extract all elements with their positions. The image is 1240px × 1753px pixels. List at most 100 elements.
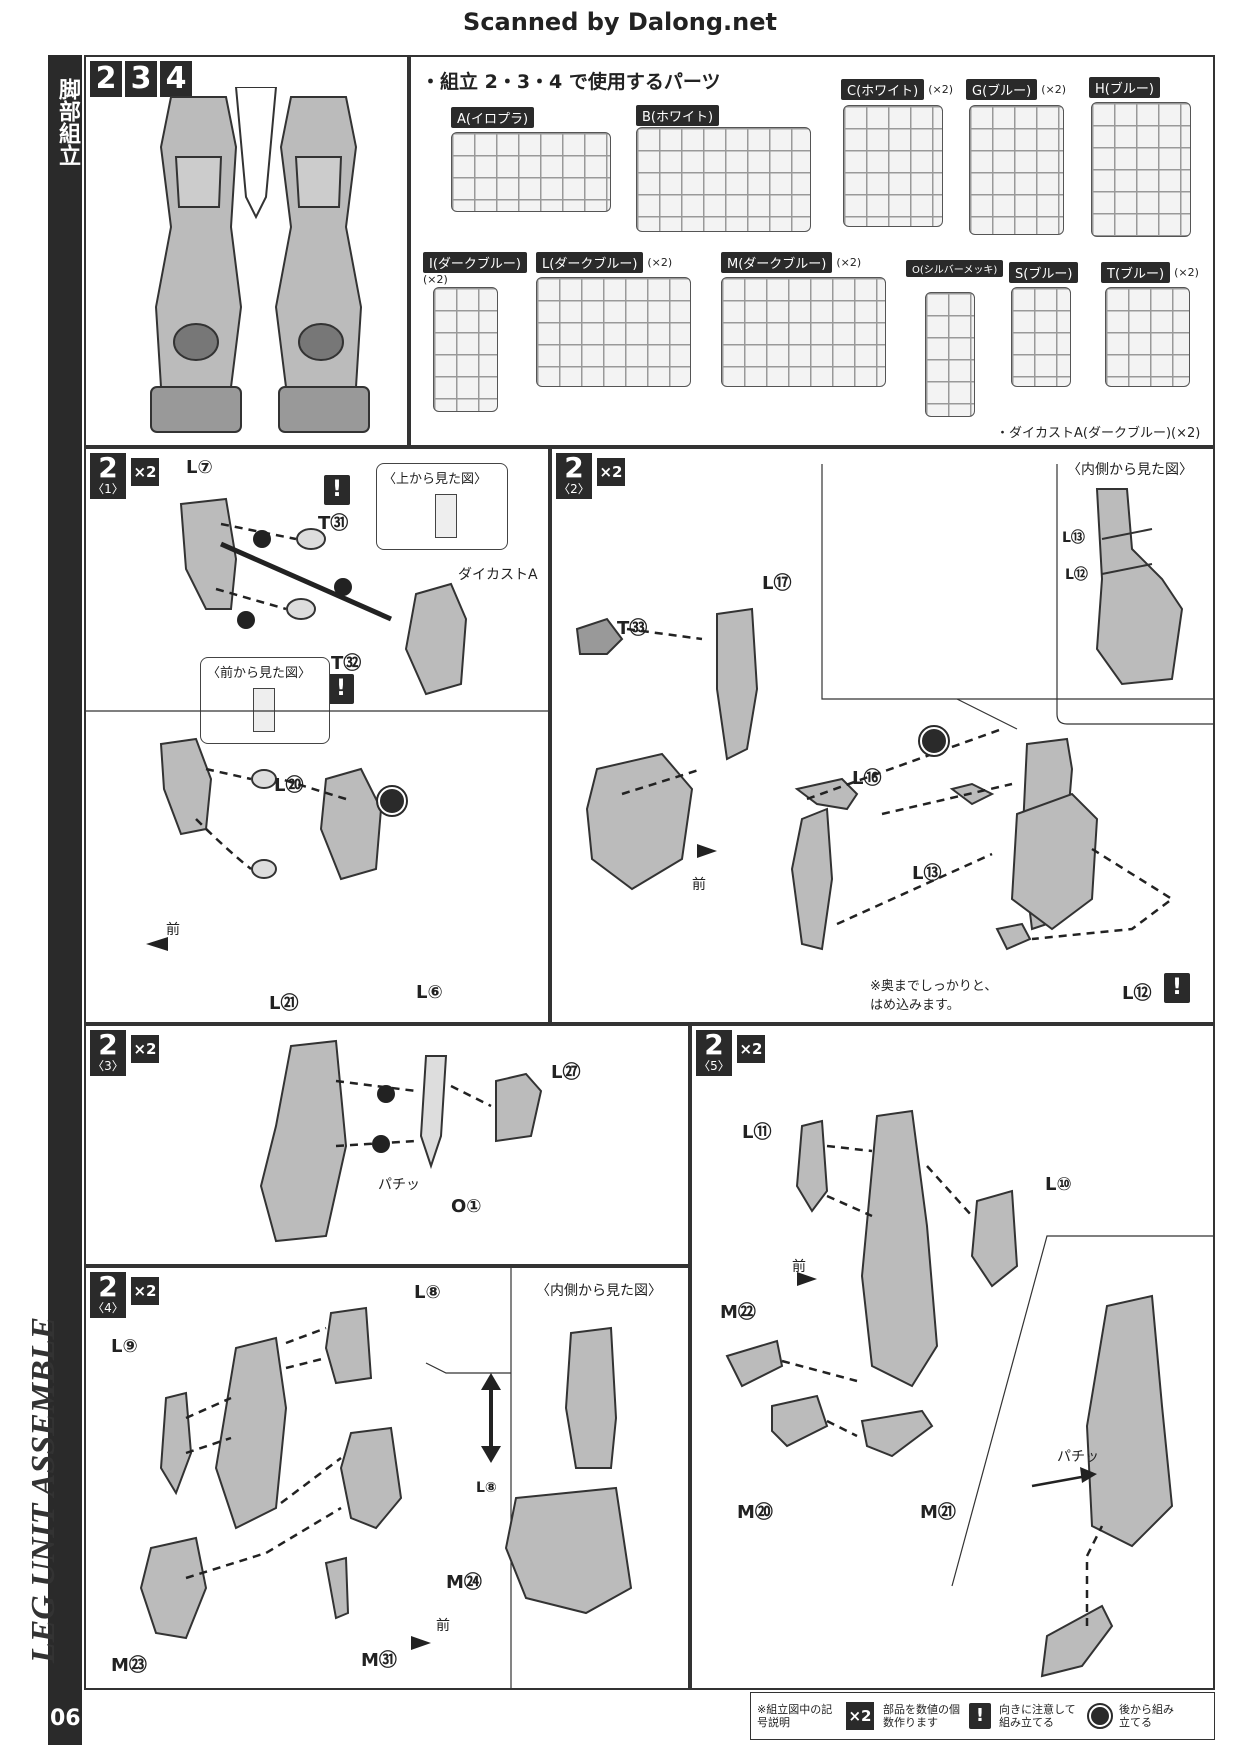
runner-o-image	[925, 292, 975, 417]
section-title-jp: 脚部組立	[55, 78, 80, 166]
runner-qty: (×2)	[423, 273, 448, 286]
step-2-2-panel: 2〈2〉 ×2 〈内側から見た図〉	[550, 447, 1215, 1024]
leg-overview-illustration	[150, 87, 370, 433]
view-caption: 〈上から見た図〉	[383, 472, 488, 487]
view-caption: 〈内側から見た図〉	[1067, 462, 1193, 478]
runner-qty: (×2)	[928, 83, 954, 96]
runner-g-image	[969, 105, 1064, 235]
runner-h: H(ブルー)	[1089, 77, 1160, 98]
part-detail	[253, 688, 275, 732]
multiplier-icon: ×2	[845, 1701, 875, 1731]
runner-qty: (×2)	[836, 256, 862, 269]
runner-label: C(ホワイト)	[841, 79, 925, 100]
step-2-1-diagram	[86, 497, 548, 951]
multiplier-icon: ×2	[130, 457, 160, 487]
snap-label: パチッ	[378, 1177, 420, 1193]
parts-list-panel: ・組立 2・3・4 で使用するパーツ A(イロプラ) B(ホワイト) C(ホワイ…	[409, 55, 1215, 447]
part-label: L⑪	[742, 1122, 772, 1143]
step-2-4-diagram	[139, 1268, 633, 1688]
snap-label: パチッ	[1057, 1449, 1099, 1465]
runner-s: S(ブルー)	[1009, 262, 1079, 283]
runner-label: G(ブルー)	[966, 79, 1038, 100]
runner-label: M(ダークブルー)	[721, 252, 833, 273]
leg-overview-panel: 2 3 4	[84, 55, 409, 447]
part-label: ダイカストA	[458, 567, 538, 583]
runner-l: L(ダークブルー) (×2)	[536, 252, 672, 273]
part-label: T㉝	[617, 618, 648, 639]
legend-later-text: 後から組み立てる	[1119, 1703, 1174, 1729]
step-badge: 2〈2〉 ×2	[556, 453, 626, 499]
step-badge: 2〈5〉 ×2	[696, 1030, 766, 1076]
part-label: O①	[451, 1196, 482, 1217]
step-digits: 2 3 4	[90, 61, 192, 97]
step-digit: 4	[160, 61, 192, 97]
runner-t-image	[1105, 287, 1190, 387]
warning-icon: !	[969, 1703, 991, 1729]
runner-qty: (×2)	[1174, 266, 1199, 279]
step-2-1-panel: 2〈1〉 ×2 L⑦ ! T㉛ 〈上から見た図〉 ダイカストA T㉜ ! 〈前か…	[84, 447, 550, 1024]
runner-c: C(ホワイト) (×2)	[841, 79, 953, 100]
part-label: L⑩	[1045, 1174, 1072, 1195]
part-label: M㉑	[920, 1502, 956, 1523]
multiplier-icon: ×2	[736, 1034, 766, 1064]
runner-a-image	[451, 132, 611, 212]
later-icon	[1087, 1703, 1113, 1729]
warning-icon: !	[328, 674, 354, 704]
step-number: 2〈4〉	[90, 1272, 126, 1318]
step-number: 2〈1〉	[90, 453, 126, 499]
runner-l-image	[536, 277, 691, 387]
part-label: M㉓	[111, 1655, 147, 1676]
part-label: T㉜	[331, 653, 362, 674]
runner-t: T(ブルー) (×2)	[1101, 262, 1199, 283]
warning-icon: !	[1164, 973, 1190, 1003]
step-2-5-panel: 2〈5〉 ×2 L⑪ L⑩ 前 M㉒ M⑳ M㉑ パチッ	[690, 1024, 1215, 1690]
runner-label: S(ブルー)	[1009, 262, 1079, 283]
step-digit: 2	[90, 61, 122, 97]
runner-label: O(シルバーメッキ)	[906, 260, 1004, 277]
part-label: M⑳	[737, 1502, 773, 1523]
runner-label: H(ブルー)	[1089, 77, 1160, 98]
step-2-4-panel: 2〈4〉 ×2 〈内側から見た図〉 L⑧ L⑨ L⑧ M㉔	[84, 1266, 690, 1690]
part-label: L⑨	[111, 1336, 138, 1357]
runner-qty: (×2)	[647, 256, 673, 269]
view-caption: 〈前から見た図〉	[207, 666, 312, 681]
sidebar	[48, 55, 82, 1745]
step-2-5-diagram	[725, 1109, 1213, 1678]
part-label: L⑯	[852, 768, 882, 789]
part-label: L⑦	[186, 457, 213, 478]
later-icon	[376, 785, 408, 817]
runner-c-image	[843, 105, 943, 227]
part-label: L⑫	[1065, 567, 1088, 583]
step-number: 2〈5〉	[696, 1030, 732, 1076]
part-label: M㉔	[446, 1572, 482, 1593]
step-badge: 2〈1〉 ×2	[90, 453, 160, 499]
step-2-3-diagram	[259, 1039, 543, 1243]
section-title-en: LEG UNIT ASSEMBLE	[25, 1316, 62, 1664]
legend-warn-text: 向きに注意して組み立てる	[999, 1703, 1076, 1729]
part-label: T㉛	[318, 513, 349, 534]
step-number: 2〈2〉	[556, 453, 592, 499]
part-label: M㉒	[720, 1302, 756, 1323]
view-caption: 〈内側から見た図〉	[536, 1283, 662, 1299]
view-box-top: 〈上から見た図〉	[376, 463, 508, 550]
runner-h-image	[1091, 102, 1191, 237]
runner-m: M(ダークブルー) (×2)	[721, 252, 861, 273]
multiplier-icon: ×2	[596, 457, 626, 487]
page-number: 06	[50, 1706, 81, 1731]
runner-qty: (×2)	[1041, 83, 1067, 96]
legend-x2-text: 部品を数値の個数作ります	[883, 1703, 960, 1729]
direction-label: 前	[792, 1259, 806, 1275]
step-2-2-diagram	[575, 464, 1213, 951]
step-badge: 2〈4〉 ×2	[90, 1272, 160, 1318]
part-label: L㉑	[269, 993, 299, 1014]
runner-s-image	[1011, 287, 1071, 387]
runner-label: A(イロプラ)	[451, 107, 535, 128]
runner-label: B(ホワイト)	[636, 105, 720, 126]
runner-m-image	[721, 277, 886, 387]
runner-label: T(ブルー)	[1101, 262, 1171, 283]
runner-label: L(ダークブルー)	[536, 252, 644, 273]
runner-i: I(ダークブルー) (×2)	[423, 252, 527, 286]
runner-i-image	[433, 287, 498, 412]
runner-label: I(ダークブルー)	[423, 252, 527, 273]
step-number: 2〈3〉	[90, 1030, 126, 1076]
